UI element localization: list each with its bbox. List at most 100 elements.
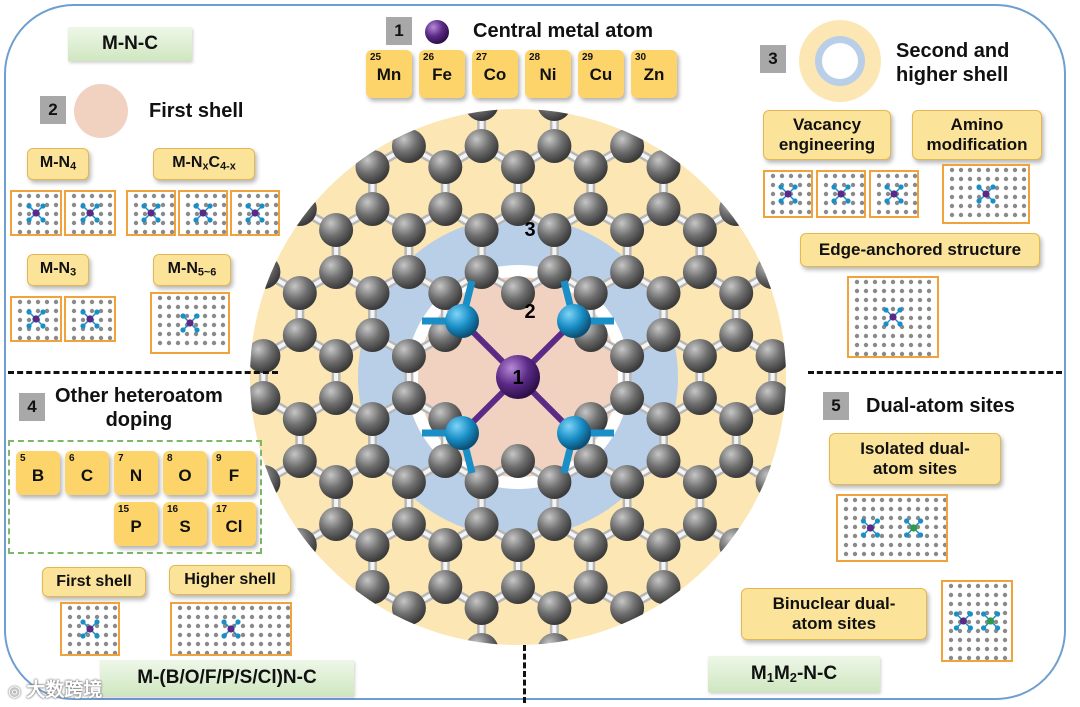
carbon-atom (428, 528, 463, 562)
carbon-atom (755, 255, 786, 289)
molecule-thumbnail (823, 173, 864, 215)
molecule-thumbnail (67, 605, 118, 654)
carbon-atom (501, 192, 535, 226)
structure-m-n3-a (10, 296, 62, 342)
carbon-atom (537, 213, 572, 247)
carbon-atom (319, 255, 354, 289)
tag-vacancy-engineering: Vacancy engineering (763, 110, 891, 160)
element-symbol: Co (483, 65, 507, 84)
carbon-atom (391, 381, 426, 415)
ring-label-2: 2 (524, 301, 535, 323)
binuclear-line1: Binuclear dual- (772, 594, 896, 614)
carbon-atom (355, 444, 390, 478)
element-symbol: Fe (432, 65, 452, 84)
carbon-atom (319, 591, 354, 625)
element-symbol: Cu (589, 65, 613, 84)
carbon-atom (610, 507, 645, 541)
isolated-line2: atom sites (872, 459, 958, 478)
molecule-thumbnail (843, 497, 946, 557)
element-symbol: Mn (376, 65, 402, 84)
c-c-bond-highlight (482, 650, 518, 671)
carbon-atom (682, 339, 717, 373)
carbon-atom (573, 444, 608, 478)
carbon-atom (646, 444, 681, 478)
element-symbol: F (228, 466, 240, 485)
structure-m-nxc-b (178, 190, 228, 236)
carbon-atom (319, 381, 354, 415)
carbon-atom (573, 192, 608, 226)
atomic-number: 9 (216, 453, 222, 464)
carbon-atom (646, 402, 681, 436)
hetero-label: Other heteroatom doping (55, 384, 223, 432)
tag-m-n5-6: M-N5~6 (153, 254, 231, 286)
atomic-number: 29 (582, 52, 594, 63)
carbon-atom (573, 528, 608, 562)
element-symbol: O (178, 466, 192, 485)
dual-atom-label: Dual-atom sites (866, 395, 1015, 417)
watermark-logo-icon: ◎ (8, 682, 27, 700)
carbon-atom (391, 129, 426, 163)
carbon-atom (391, 591, 426, 625)
carbon-atom (250, 339, 281, 373)
carbon-atom (355, 318, 390, 352)
carbon-atom (501, 654, 535, 688)
molecule-thumbnail (854, 279, 932, 356)
carbon-atom (573, 276, 608, 310)
carbon-atom (646, 276, 681, 310)
carbon-atom (428, 444, 463, 478)
atomic-number: 25 (370, 52, 382, 63)
carbon-atom (610, 381, 645, 415)
carbon-atom (428, 150, 463, 184)
carbon-atom (428, 570, 463, 604)
carbon-atom (573, 570, 608, 604)
carbon-atom (319, 339, 354, 373)
atomic-number: 30 (635, 52, 647, 63)
second-shell-label-line1: Second and (896, 40, 1010, 62)
section-3-number: 3 (760, 45, 786, 73)
tag-edge-anchored: Edge-anchored structure (800, 233, 1040, 267)
carbon-atom (282, 318, 317, 352)
carbon-atom (464, 129, 499, 163)
carbon-atom (391, 255, 426, 289)
carbon-atom (250, 381, 281, 415)
graphene-lattice (250, 109, 826, 688)
carbon-atom (610, 633, 645, 645)
c-c-bond-highlight (262, 522, 301, 547)
carbon-atom (792, 402, 826, 436)
second-shell-label: Second and higher shell (896, 39, 1009, 87)
carbon-atom (391, 339, 426, 373)
vacancy-line2: engineering (778, 135, 876, 154)
element-symbol: P (130, 517, 142, 536)
first-shell-label: First shell (149, 100, 244, 122)
atomic-number: 16 (167, 504, 179, 515)
carbon-atom (755, 465, 786, 499)
carbon-atom (355, 570, 390, 604)
watermark-text: 大数跨境 (26, 679, 103, 701)
carbon-atom (682, 213, 717, 247)
carbon-atom (250, 255, 281, 289)
carbon-atom (355, 150, 390, 184)
carbon-atom (610, 339, 645, 373)
molecule-thumbnail (71, 299, 113, 340)
carbon-atom (610, 465, 645, 499)
carbon-atom (682, 381, 717, 415)
molecule-thumbnail (133, 193, 174, 234)
element-symbol: S (179, 517, 191, 536)
outer-frame (4, 4, 1066, 700)
central-metal-label: Central metal atom (473, 20, 654, 42)
carbon-atom (755, 507, 786, 541)
molecule-thumbnail (17, 299, 59, 340)
carbon-atom (646, 150, 681, 184)
tag-m-n3: M-N3 (27, 254, 89, 286)
carbon-atom (610, 255, 645, 289)
atomic-number: 6 (69, 453, 75, 464)
carbon-atom (573, 150, 608, 184)
tag-hetero-higher-shell: Higher shell (169, 565, 291, 595)
